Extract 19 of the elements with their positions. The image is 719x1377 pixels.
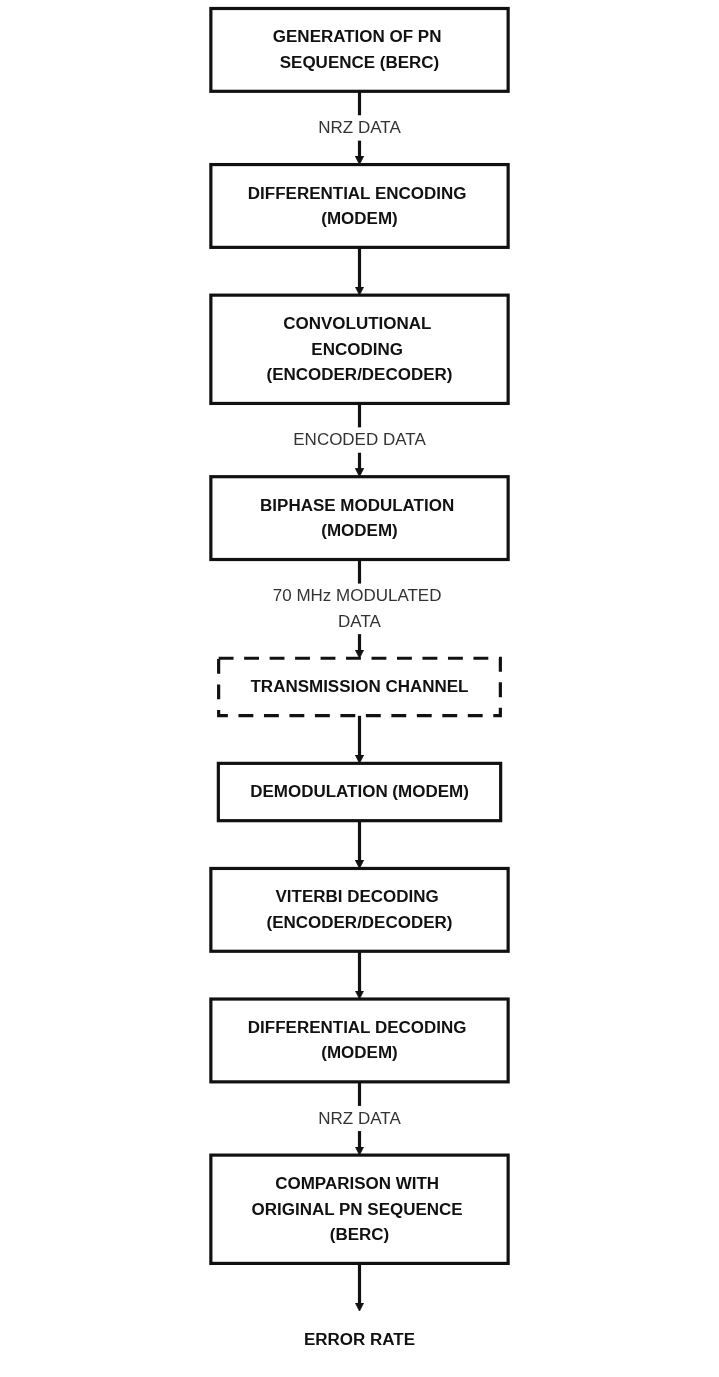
node-box: TRANSMISSION CHANNEL: [217, 656, 502, 718]
node-box: VITERBI DECODING (ENCODER/DECODER): [209, 866, 510, 953]
arrow: [354, 1263, 365, 1312]
node-box: BIPHASE MODULATION (MODEM): [209, 475, 510, 562]
edge-label: ENCODED DATA: [293, 430, 426, 449]
arrow: [354, 951, 365, 1000]
node-text: ERROR RATE: [303, 1330, 416, 1349]
edge-label: NRZ DATA: [318, 118, 401, 137]
edge-label: NRZ DATA: [318, 1108, 401, 1127]
arrow: [354, 715, 365, 764]
edge-label: 70 MHz MODULATED DATA: [272, 586, 442, 631]
node-box: CONVOLUTIONAL ENCODING (ENCODER/DECODER): [209, 293, 510, 406]
node-box: DIFFERENTIAL DECODING (MODEM): [209, 997, 510, 1084]
arrow: [354, 247, 365, 296]
node-box: DIFFERENTIAL ENCODING (MODEM): [209, 162, 510, 249]
node-box: DEMODULATION (MODEM): [216, 761, 503, 823]
node-box: GENERATION OF PN SEQUENCE (BERC): [209, 6, 510, 93]
arrow: [354, 820, 365, 869]
node-box: COMPARISON WITH ORIGINAL PN SEQUENCE (BERC): [209, 1153, 510, 1265]
